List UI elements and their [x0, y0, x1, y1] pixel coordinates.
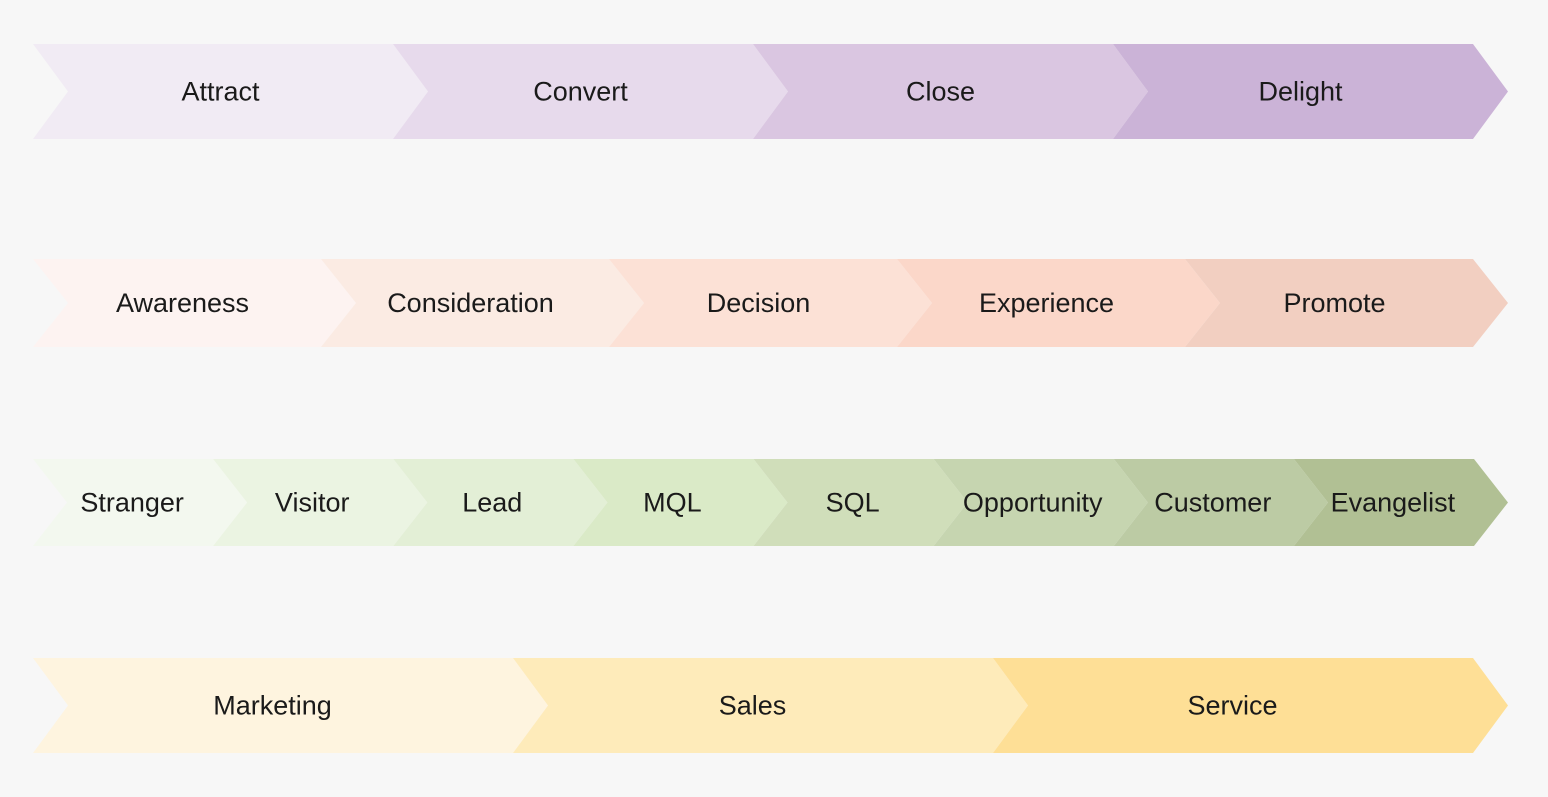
row-lifecycle-stages: Stranger Visitor Lead MQL SQL Opportunity Cust…: [33, 459, 1508, 546]
stage-convert-chevron: [393, 44, 788, 139]
stage-attract-label: Attract: [181, 77, 260, 107]
stage-opportunity-chevron: [933, 459, 1148, 546]
stage-experience-chevron: [897, 259, 1220, 347]
stage-mql-chevron: [573, 459, 788, 546]
stage-decision-chevron: [609, 259, 932, 347]
stage-lead-label: Lead: [462, 488, 522, 518]
stage-stranger-chevron: [33, 459, 248, 546]
stage-close-chevron: [753, 44, 1148, 139]
stage-service-chevron: [993, 658, 1508, 753]
stage-customer-chevron: [1113, 459, 1328, 546]
stage-consideration-label: Consideration: [387, 288, 554, 318]
stage-sql-chevron: [753, 459, 968, 546]
stage-promote-chevron: [1185, 259, 1508, 347]
row-inbound-methodology: Attract Convert Close Delight: [33, 44, 1508, 139]
stage-decision-label: Decision: [707, 288, 811, 318]
row-buyer-journey: Awareness Consideration Decision Experience…: [33, 259, 1508, 347]
stage-attract-chevron: [33, 44, 428, 139]
stage-convert-label: Convert: [533, 77, 628, 107]
stage-evangelist-label: Evangelist: [1331, 488, 1456, 518]
stage-delight-chevron: [1113, 44, 1508, 139]
stage-evangelist-chevron: [1293, 459, 1508, 546]
stage-mql-label: MQL: [643, 488, 702, 518]
stage-consideration-chevron: [321, 259, 644, 347]
stage-promote-label: Promote: [1283, 288, 1385, 318]
stage-marketing-label: Marketing: [213, 691, 332, 721]
stage-sales-label: Sales: [719, 691, 787, 721]
stage-awareness-chevron: [33, 259, 356, 347]
stage-delight-label: Delight: [1258, 77, 1343, 107]
stage-awareness-label: Awareness: [116, 288, 249, 318]
stage-service-label: Service: [1187, 691, 1277, 721]
stage-stranger-label: Stranger: [80, 488, 184, 518]
stage-sql-label: SQL: [826, 488, 880, 518]
stage-experience-label: Experience: [979, 288, 1114, 318]
stage-customer-label: Customer: [1154, 488, 1271, 518]
stage-opportunity-label: Opportunity: [963, 488, 1103, 518]
stage-marketing-chevron: [33, 658, 548, 753]
stage-sales-chevron: [513, 658, 1028, 753]
row-teams: Marketing Sales Service: [33, 658, 1508, 753]
stage-visitor-chevron: [213, 459, 428, 546]
stage-close-label: Close: [906, 77, 975, 107]
stage-lead-chevron: [393, 459, 608, 546]
stage-visitor-label: Visitor: [275, 488, 350, 518]
